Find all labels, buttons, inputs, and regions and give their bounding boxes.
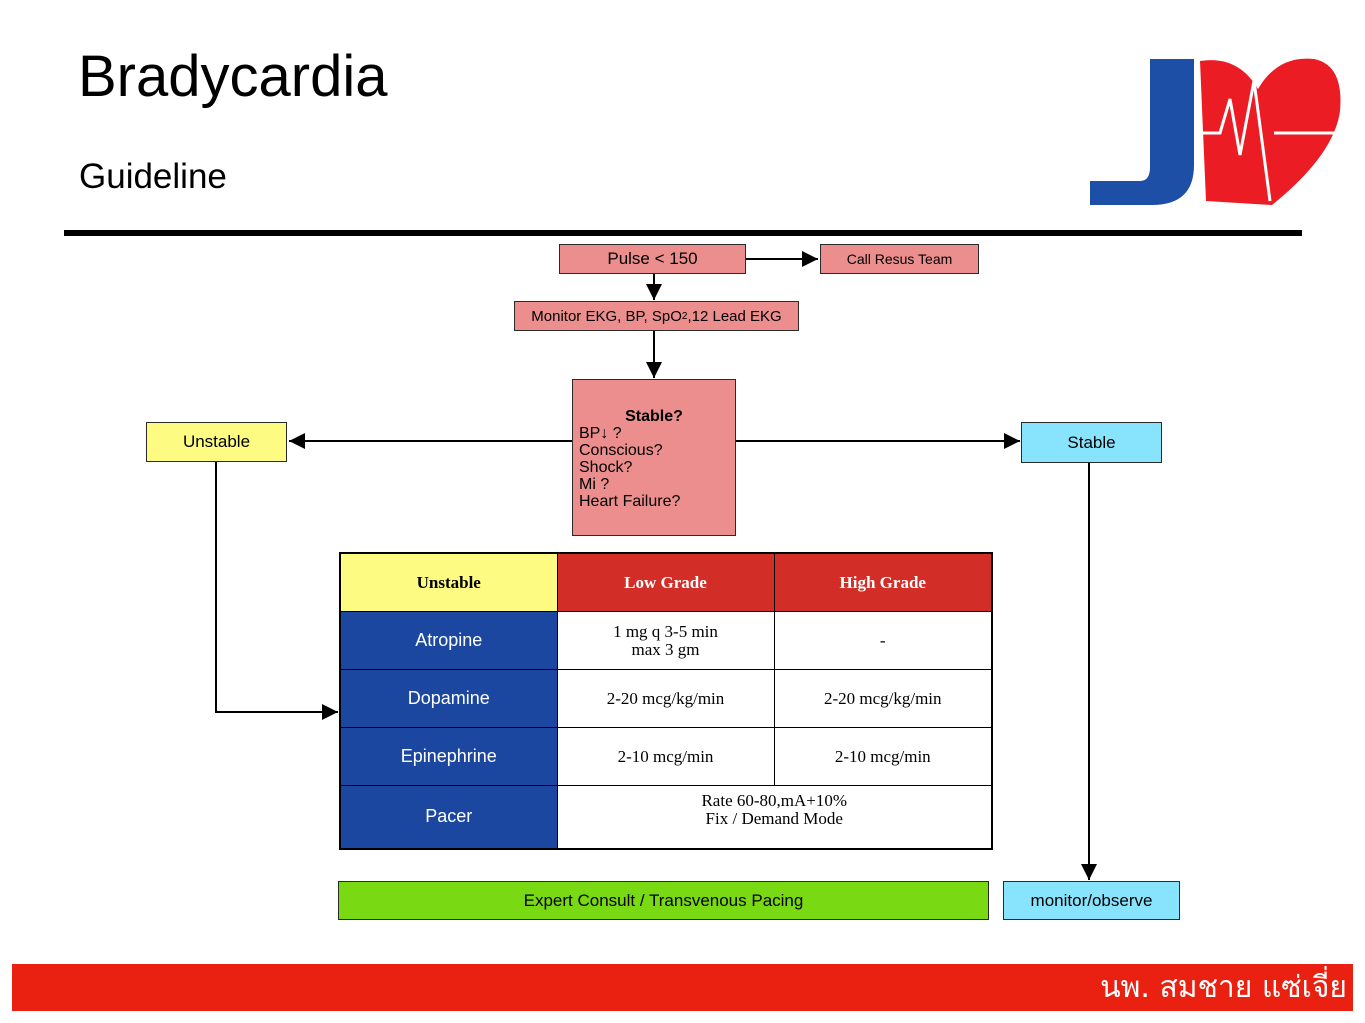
table-header-row: Unstable Low Grade High Grade (339, 552, 993, 612)
table-row: Atropine 1 mg q 3-5 min max 3 gm - (339, 611, 993, 670)
pacer-line: Rate 60-80,mA+10% (701, 791, 848, 810)
low-grade-dose: 2-10 mcg/min (556, 727, 775, 786)
drug-name: Atropine (339, 611, 558, 670)
drug-name: Dopamine (339, 669, 558, 728)
monitor-observe-box: monitor/observe (1003, 881, 1180, 920)
stable-question-line: Conscious? (579, 442, 663, 459)
stable-question-line: Mi ? (579, 476, 610, 493)
header-unstable: Unstable (339, 552, 558, 612)
logo-icon (1090, 58, 1341, 205)
monitor-text-prefix: Monitor EKG, BP, SpO (531, 307, 682, 325)
monitor-text-suffix: ,12 Lead EKG (687, 307, 782, 325)
page-title: Bradycardia (78, 44, 388, 109)
pacer-line: Fix / Demand Mode (705, 809, 843, 828)
stable-box: Stable (1021, 422, 1162, 463)
high-grade-dose: - (773, 611, 993, 670)
low-grade-dose: 2-20 mcg/kg/min (556, 669, 775, 728)
low-grade-dose: 1 mg q 3-5 min max 3 gm (556, 611, 775, 670)
table-row: Epinephrine 2-10 mcg/min 2-10 mcg/min (339, 727, 993, 786)
high-grade-dose: 2-20 mcg/kg/min (773, 669, 993, 728)
dose-line: 1 mg q 3-5 min (613, 621, 718, 641)
author-name: นพ. สมชาย แซ่เจี่ย (1100, 970, 1347, 1005)
header-high-grade: High Grade (773, 552, 993, 612)
high-grade-dose: 2-10 mcg/min (773, 727, 993, 786)
table-row: Dopamine 2-20 mcg/kg/min 2-20 mcg/kg/min (339, 669, 993, 728)
drug-name: Pacer (339, 785, 558, 849)
drug-table: Unstable Low Grade High Grade Atropine 1… (339, 552, 993, 850)
drug-name: Epinephrine (339, 727, 558, 786)
page-subtitle: Guideline (79, 157, 227, 196)
monitor-text-subscript: 2 (681, 310, 688, 322)
unstable-box: Unstable (146, 422, 287, 462)
stable-question-box: Stable? BP↓ ? Conscious? Shock? Mi ? Hea… (572, 379, 736, 536)
footer-bar (12, 964, 1353, 1011)
stable-question-line: BP↓ ? (579, 425, 622, 442)
stable-question-line: Heart Failure? (579, 493, 681, 510)
stable-question-line: Shock? (579, 459, 633, 476)
dose-line: max 3 gm (631, 639, 700, 659)
expert-consult-box: Expert Consult / Transvenous Pacing (338, 881, 989, 920)
stable-question-title: Stable? (625, 408, 683, 425)
table-row-pacer: Pacer Rate 60-80,mA+10% Fix / Demand Mod… (339, 785, 993, 849)
pacer-settings: Rate 60-80,mA+10% Fix / Demand Mode (556, 785, 993, 849)
title-divider (64, 230, 1302, 236)
header-low-grade: Low Grade (556, 552, 775, 612)
arrow-unstable-to-table (215, 462, 338, 720)
call-resus-team-box: Call Resus Team (820, 244, 979, 274)
pulse-box: Pulse < 150 (559, 244, 746, 274)
